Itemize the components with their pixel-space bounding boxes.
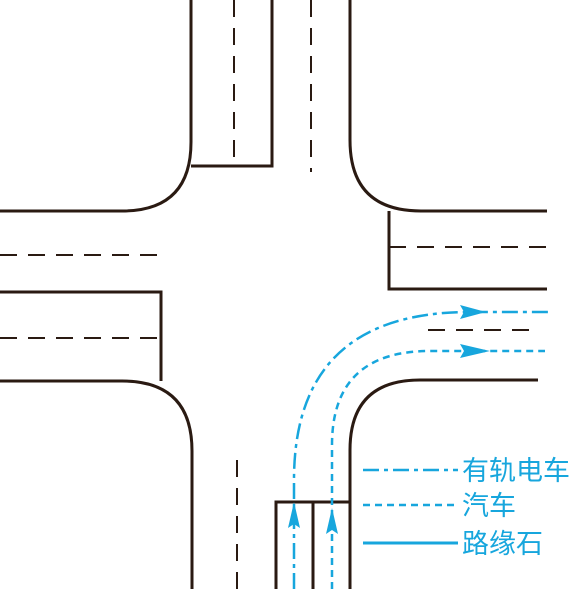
median-right [387,211,547,291]
curbs [0,0,547,589]
tram-arrow-head-up [288,502,300,528]
median-bottom [274,500,350,589]
tram-route-path [292,310,550,589]
tram-arrow-head-right [460,305,486,319]
median-left [0,290,163,381]
legend-curb-label: 路缘石 [462,529,543,560]
curb-corner-top-left [0,0,193,213]
curb-corner-bottom-left [0,379,194,589]
curb-corner-bottom-right [348,378,538,589]
lane-markings [0,0,547,589]
curb-corner-top-right [348,0,547,213]
car-route-path [330,349,545,589]
car-arrow-head-up [326,508,338,534]
car-arrow-head-right [460,344,490,358]
legend-tram-label: 有轨电车 [462,456,570,487]
legend-car-label: 汽车 [462,491,516,522]
legend: 有轨电车 汽车 路缘石 [363,456,570,560]
routes [288,305,550,589]
median-top [191,0,274,168]
